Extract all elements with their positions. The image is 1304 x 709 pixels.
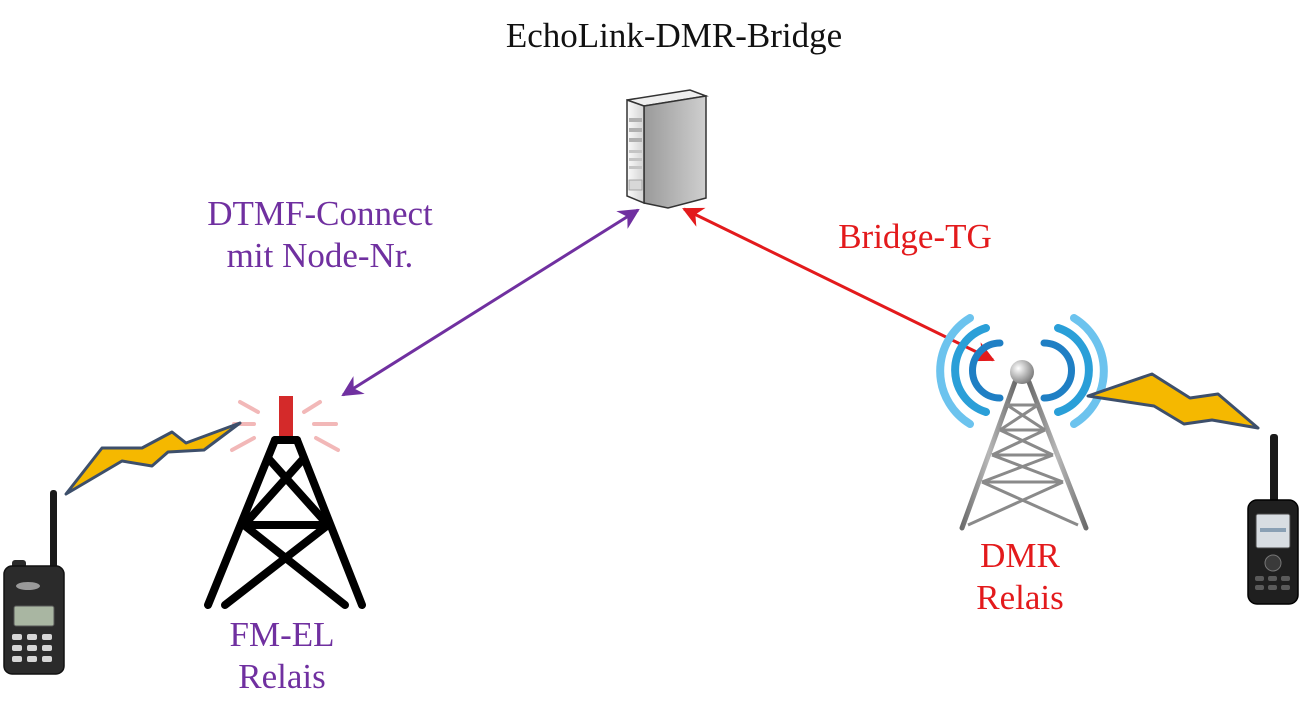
fm-repeater-label: FM-EL Relais (192, 614, 372, 698)
bridge-tg-label: Bridge-TG (838, 217, 992, 256)
dmr-repeater-label: DMR Relais (930, 535, 1110, 619)
fm-repeater-line1: FM-EL (229, 615, 335, 654)
server-icon (626, 89, 709, 209)
fm-repeater-line2: Relais (238, 657, 326, 696)
lightning-icon (64, 421, 242, 496)
lightning-icon (1086, 372, 1260, 430)
dtmf-connect-arrow (341, 208, 640, 397)
fm-tower-icon (204, 396, 366, 609)
dtmf-connect-line2: mit Node-Nr. (226, 236, 414, 275)
dtmf-connect-label: DTMF-Connect mit Node-Nr. (160, 193, 480, 277)
dmr-repeater-line1: DMR (980, 536, 1060, 575)
dtmf-connect-line1: DTMF-Connect (207, 194, 433, 233)
diagram-title: EchoLink-DMR-Bridge (505, 16, 843, 55)
bridge-tg-arrow (682, 207, 995, 362)
dmr-repeater-line2: Relais (976, 578, 1064, 617)
analog-radio-icon (3, 490, 65, 675)
dmr-radio-icon (1247, 434, 1299, 605)
dmr-tower-icon (936, 314, 1108, 531)
